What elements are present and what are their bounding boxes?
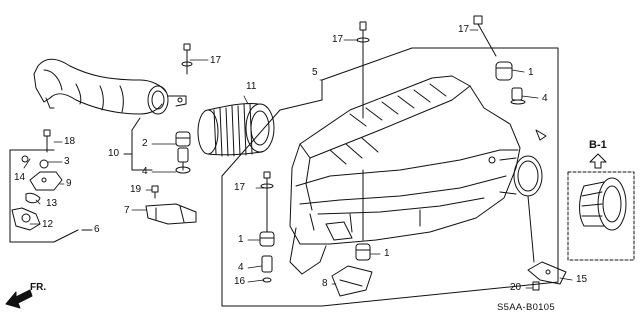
- callout-15: 15: [576, 274, 588, 285]
- lower-mount-column: [259, 171, 275, 283]
- callout-11: 11: [246, 81, 257, 92]
- callout-17: 17: [210, 55, 222, 66]
- callout-8: 8: [322, 278, 328, 289]
- diagram-code: S5AA-B0105: [497, 302, 555, 313]
- callout-16: 16: [234, 276, 246, 287]
- upper-right-mount: [473, 15, 526, 105]
- bracket-15: [527, 195, 567, 291]
- callout-6: 6: [94, 224, 100, 235]
- callout-1: 1: [238, 234, 244, 245]
- group-box-5: [221, 47, 559, 307]
- mount-1-lower-right: [331, 243, 373, 297]
- callout-3: 3: [64, 156, 70, 167]
- group-bracket-10: [123, 117, 153, 171]
- detail-b1: [567, 153, 635, 261]
- front-direction-arrow-icon: [5, 289, 33, 309]
- callout-17: 17: [234, 182, 246, 193]
- callout-1: 1: [528, 67, 534, 78]
- callout-4: 4: [542, 93, 548, 104]
- callout-17: 17: [458, 24, 470, 35]
- bracket-7: [145, 203, 197, 225]
- callout-17: 17: [332, 34, 344, 45]
- callout-20: 20: [510, 282, 522, 293]
- mount-1-center: [175, 131, 191, 174]
- callout-4: 4: [238, 262, 244, 273]
- callout-2: 2: [142, 138, 148, 149]
- callout-19: 19: [130, 184, 142, 195]
- bolt-19: [151, 185, 159, 199]
- callout-10: 10: [108, 148, 120, 159]
- callout-7: 7: [124, 205, 130, 216]
- callout-18: 18: [64, 136, 76, 147]
- leader-lines: [23, 29, 573, 289]
- detail-label-b1: B-1: [589, 139, 607, 151]
- bolt-17-top: [181, 43, 193, 75]
- front-direction-label: FR.: [30, 282, 47, 293]
- callout-13: 13: [46, 198, 58, 209]
- bracket-assembly-6: [11, 129, 63, 231]
- bolt-17-housing: [356, 21, 370, 241]
- callout-12: 12: [42, 219, 54, 230]
- air-tube: [197, 103, 275, 157]
- callout-1: 1: [384, 248, 390, 259]
- group-bracket-6: [9, 149, 93, 243]
- callout-5: 5: [312, 67, 318, 78]
- air-cleaner-housing: [289, 75, 547, 275]
- intake-duct: [33, 58, 187, 115]
- callout-9: 9: [66, 178, 72, 189]
- callout-4: 4: [142, 166, 148, 177]
- callout-14: 14: [14, 172, 26, 183]
